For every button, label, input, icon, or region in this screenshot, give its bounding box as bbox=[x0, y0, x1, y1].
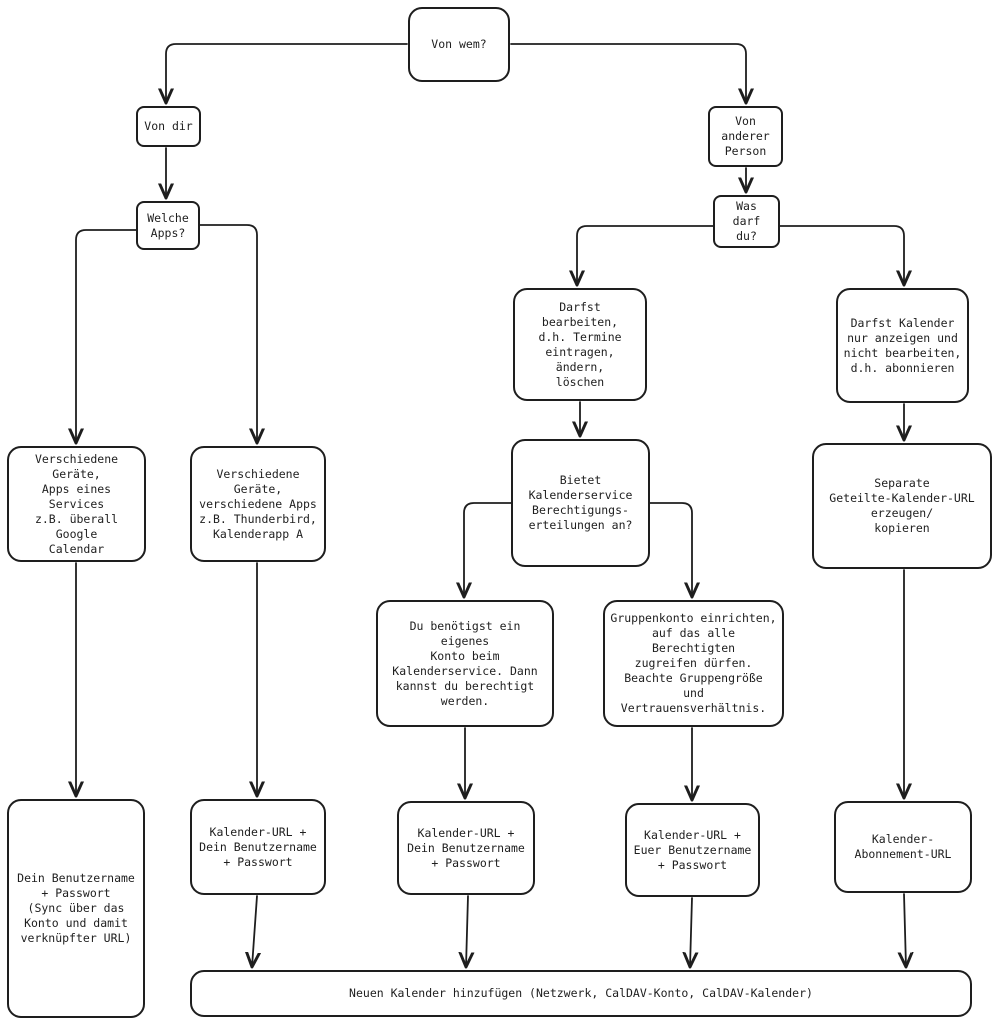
node-gruppenkonto: Gruppenkonto einrichten, auf das alle Be… bbox=[603, 600, 784, 727]
node-verschiedene-geraete-apps: Verschiedene Geräte, verschiedene Apps z… bbox=[190, 446, 326, 562]
node-was-darfst-du: Was darf du? bbox=[713, 195, 780, 248]
edge-bietet-gruppenkonto bbox=[649, 502, 692, 597]
node-von-wem: Von wem? bbox=[408, 7, 510, 82]
edge-vonwem-vondir bbox=[166, 43, 408, 103]
node-benutzername-sync: Dein Benutzername + Passwort (Sync über … bbox=[7, 799, 145, 1018]
node-darfst-bearbeiten: Darfst bearbeiten, d.h. Termine eintrage… bbox=[513, 288, 647, 401]
node-kalender-url-euer: Kalender-URL + Euer Benutzername + Passw… bbox=[625, 803, 760, 897]
edge-wasdarfst-anzeigen bbox=[778, 225, 904, 285]
node-von-dir: Von dir bbox=[136, 106, 201, 147]
node-von-anderer-person: Von anderer Person bbox=[708, 106, 783, 167]
edge-vonwem-vonanderer bbox=[510, 43, 746, 103]
node-neuen-kalender: Neuen Kalender hinzufügen (Netzwerk, Cal… bbox=[190, 970, 972, 1017]
edge-urldein1-neuen bbox=[252, 895, 257, 967]
edge-bietet-eigeneskonto bbox=[464, 502, 512, 597]
edge-urleuer-neuen bbox=[690, 897, 692, 967]
node-darfst-anzeigen: Darfst Kalender nur anzeigen und nicht b… bbox=[836, 288, 969, 403]
node-kalender-url-dein-2: Kalender-URL + Dein Benutzername + Passw… bbox=[397, 801, 535, 895]
node-kalender-url-dein-1: Kalender-URL + Dein Benutzername + Passw… bbox=[190, 799, 326, 895]
node-eigenes-konto: Du benötigst ein eigenes Konto beim Kale… bbox=[376, 600, 554, 727]
edge-urldein2-neuen bbox=[466, 895, 468, 967]
node-separate-url: Separate Geteilte-Kalender-URL erzeugen/… bbox=[812, 443, 992, 569]
node-bietet-berechtigung: Bietet Kalenderservice Berechtigungs- er… bbox=[511, 439, 650, 567]
edge-wasdarfst-bearbeiten bbox=[577, 225, 714, 285]
node-verschiedene-geraete-services: Verschiedene Geräte, Apps eines Services… bbox=[7, 446, 146, 562]
node-welche-apps: Welche Apps? bbox=[136, 201, 200, 250]
edge-welcheapps-apps bbox=[199, 224, 257, 443]
edge-welcheapps-services bbox=[76, 229, 137, 443]
edge-abonnement-neuen bbox=[904, 893, 906, 967]
node-abonnement-url: Kalender- Abonnement-URL bbox=[834, 801, 972, 893]
